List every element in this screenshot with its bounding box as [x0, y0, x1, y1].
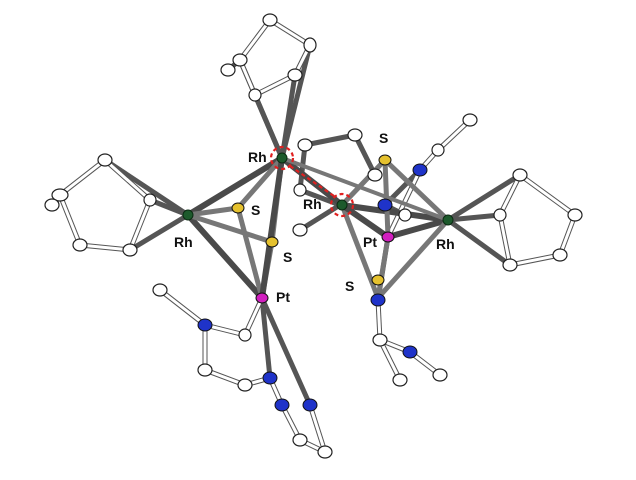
label-rh-top: Rh — [248, 149, 267, 165]
bond — [352, 133, 378, 177]
label-pt-left: Pt — [276, 289, 290, 305]
bond-pt-s — [375, 234, 391, 301]
platinum-atom — [381, 231, 395, 243]
sulfur-atom — [265, 236, 279, 248]
sulfur-atom — [378, 154, 392, 166]
nitrogen-atom — [370, 293, 386, 307]
nitrogen-atom — [412, 163, 428, 177]
bond-rh-rh — [280, 156, 450, 222]
carbon-atoms — [44, 13, 583, 459]
label-s-right-upper: S — [379, 130, 388, 146]
label-rh-left: Rh — [174, 234, 193, 250]
bond — [279, 44, 313, 159]
nitrogen-atom — [274, 398, 290, 412]
rhodium-atoms — [182, 152, 454, 226]
highlight-link — [289, 165, 335, 197]
bond — [259, 297, 273, 379]
atom-labels: Rh Rh Rh Rh S S S S Pt Pt — [174, 130, 455, 305]
bond — [103, 157, 190, 218]
ligand-bonds — [57, 17, 578, 455]
bond — [446, 172, 522, 223]
platinum-atom — [255, 292, 269, 304]
bond-pt-rh — [339, 202, 391, 240]
bond-rh-s — [185, 205, 241, 218]
bond — [259, 296, 313, 407]
bond-rh-pt — [185, 212, 265, 301]
bond-rh-s — [375, 217, 451, 301]
bond — [446, 217, 512, 268]
label-s-right-lower: S — [345, 278, 354, 294]
bond-rh-s — [185, 212, 275, 245]
sulfur-atoms — [231, 154, 392, 286]
bond-rh-s — [382, 157, 451, 223]
bond-rh-s — [339, 202, 381, 301]
label-rh-center: Rh — [303, 196, 322, 212]
bond-rh-rh — [339, 202, 451, 223]
bond-rh-pt — [385, 217, 451, 240]
bond — [447, 212, 501, 223]
nitrogen-atom — [402, 345, 418, 359]
rhodium-atom — [276, 152, 288, 164]
label-s-left-lower: S — [283, 249, 292, 265]
highlight-circle-rh-center — [329, 192, 355, 218]
bond — [298, 202, 342, 233]
bond-pt-rh — [259, 155, 285, 301]
nitrogen-atom — [377, 198, 393, 212]
bond — [304, 132, 356, 148]
bond-pt-s — [235, 205, 265, 301]
sulfur-atom — [231, 202, 245, 214]
rhodium-atom — [336, 199, 348, 211]
bond — [149, 197, 189, 218]
bond — [128, 212, 190, 253]
bond — [299, 187, 341, 208]
nitrogen-atom — [302, 398, 318, 412]
nitrogen-atom — [197, 318, 213, 332]
highlight-circle-rh-top — [269, 145, 295, 171]
platinum-atoms — [255, 231, 395, 304]
highlight-marks — [269, 145, 355, 218]
metal-bonds — [185, 155, 451, 301]
label-pt-right: Pt — [363, 234, 377, 250]
nitrogen-atom — [262, 371, 278, 385]
rhodium-atom — [442, 214, 454, 226]
sulfur-atom — [371, 274, 385, 286]
bond-rh-rh — [279, 155, 345, 208]
label-rh-right: Rh — [436, 236, 455, 252]
nitrogen-atoms — [197, 163, 428, 412]
rhodium-atom — [182, 209, 194, 221]
label-s-left-upper: S — [251, 202, 260, 218]
bond-rh-s — [235, 155, 285, 211]
bond-rh-rh — [185, 155, 285, 218]
